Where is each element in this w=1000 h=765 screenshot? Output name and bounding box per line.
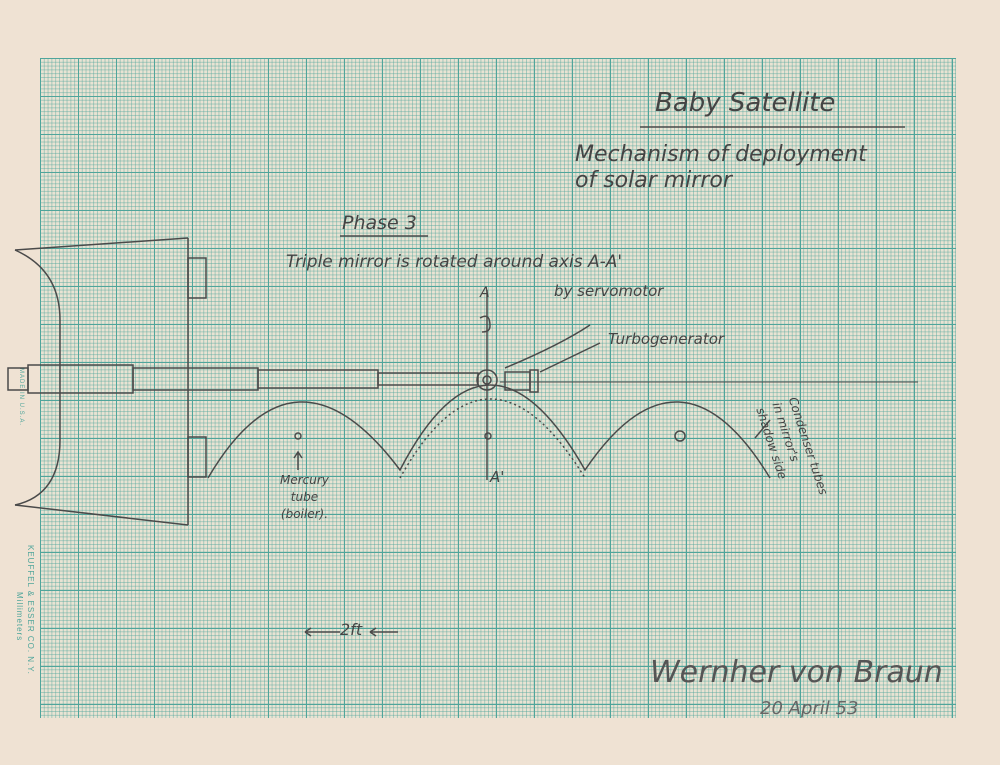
subtitle-line1: Mechanism of deployment (575, 142, 867, 167)
maker-imprint: KEUFFEL & ESSER CO. N.Y. (26, 545, 35, 675)
made-in-usa: MADE IN U.S.A. (18, 368, 24, 427)
mirror-dish (14, 249, 61, 506)
mercury-tube-label: Mercury tube (boiler). (280, 472, 329, 523)
mercury-line1: Mercury (280, 473, 329, 487)
date: 20 April 53 (760, 698, 859, 719)
phase-label: Phase 3 (342, 212, 417, 234)
by-servomotor-label: by servomotor (554, 282, 664, 300)
units-imprint: Millimeters (15, 592, 24, 642)
axis-label-a: A (480, 285, 490, 301)
triple-mirror (207, 384, 771, 479)
mercury-line2: tube (290, 490, 319, 504)
scale-label: 2ft (340, 620, 363, 639)
caption: Triple mirror is rotated around axis A-A… (286, 252, 623, 272)
title: Baby Satellite (655, 88, 836, 118)
subtitle-line2: of solar mirror (575, 168, 732, 193)
mercury-line3: (boiler). (280, 507, 329, 521)
graph-paper (40, 58, 956, 718)
axis-label-a-prime: A' (490, 468, 505, 486)
turbogenerator-label: Turbogenerator (608, 330, 725, 348)
signature: Wernher von Braun (650, 655, 943, 690)
